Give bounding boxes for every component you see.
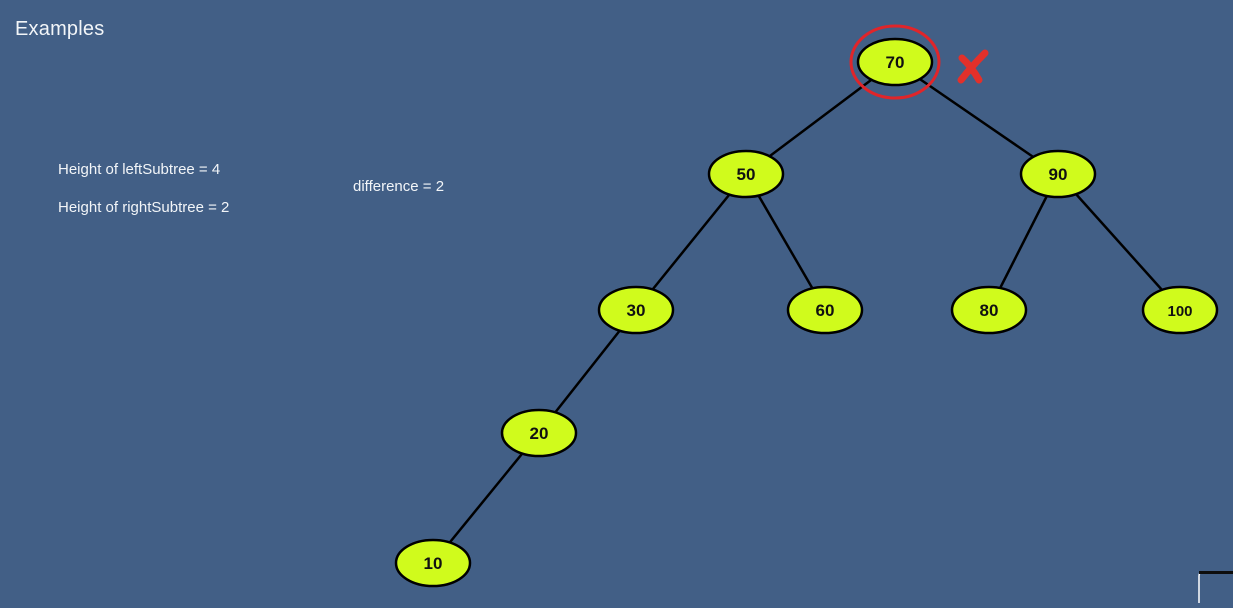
- tree-node-90: 90: [1019, 149, 1097, 199]
- node-ellipse: [500, 408, 578, 458]
- node-label: 100: [1167, 303, 1192, 320]
- node-label: 60: [816, 301, 835, 320]
- node-ellipse: [597, 285, 675, 335]
- edge-50-30: [635, 173, 747, 311]
- edge-20-10: [432, 432, 540, 564]
- difference-label: difference = 2: [353, 178, 445, 195]
- tree-node-30: 30: [597, 285, 675, 335]
- tree-node-70: 70: [856, 37, 934, 87]
- node-ellipse: [950, 285, 1028, 335]
- left-subtree-height-label: Height of leftSubtree = 4: [58, 161, 221, 178]
- node-label: 30: [627, 301, 646, 320]
- unbalanced-node-highlight-ring: [849, 24, 941, 100]
- node-label: 10: [424, 554, 443, 573]
- tree-node-10: 10: [394, 538, 472, 588]
- cross-mark-icon: [957, 49, 989, 84]
- nodes-layer: 70 50 90 30 60 80 100 20 10: [394, 37, 1219, 588]
- edge-70-90: [894, 60, 1059, 176]
- tree-node-60: 60: [786, 285, 864, 335]
- node-ellipse: [1019, 149, 1097, 199]
- edge-90-100: [1057, 173, 1181, 311]
- corner-resize-handle[interactable]: [1185, 568, 1233, 603]
- tree-node-50: 50: [707, 149, 785, 199]
- right-subtree-height-label: Height of rightSubtree = 2: [58, 199, 230, 216]
- node-ellipse: [856, 37, 934, 87]
- node-ellipse: [1141, 285, 1219, 335]
- node-ellipse: [394, 538, 472, 588]
- node-label: 50: [737, 165, 756, 184]
- node-ellipse: [707, 149, 785, 199]
- page-title: Examples: [15, 18, 105, 40]
- node-label: 80: [980, 301, 999, 320]
- node-label: 90: [1049, 165, 1068, 184]
- tree-node-100: 100: [1141, 285, 1219, 335]
- edge-70-50: [745, 61, 896, 175]
- tree-node-20: 20: [500, 408, 578, 458]
- node-label: 20: [530, 424, 549, 443]
- tree-node-80: 80: [950, 285, 1028, 335]
- node-ellipse: [786, 285, 864, 335]
- node-label: 70: [886, 53, 905, 72]
